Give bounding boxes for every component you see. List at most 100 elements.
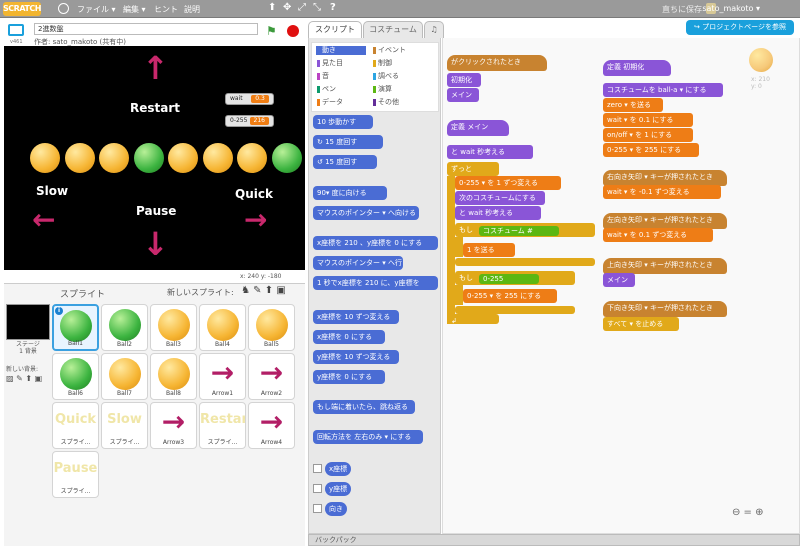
script-area[interactable]: x: 210 y: 0 がクリックされたとき初期化メイン定義 メインと wait… [442,38,800,534]
stage[interactable]: ↑ Restart wait 0.3 0-255 216 Slow Quick … [4,46,305,270]
help-icon[interactable]: ? [330,2,336,13]
right-arrow-sprite-icon[interactable]: → [244,203,268,236]
palette-block[interactable]: 90▾ 度に向ける [313,186,387,200]
menu-edit[interactable]: 編集 ▾ [123,5,146,14]
sprite-tile[interactable]: Ball4 [199,304,246,351]
see-project-page-button[interactable]: ↪ プロジェクトページを参照 [686,20,794,35]
palette-block[interactable]: x座標を 0 にする [313,330,385,344]
pause-text-sprite[interactable]: Pause [136,204,177,218]
user-avatar-icon[interactable] [706,3,716,14]
tab-scripts[interactable]: スクリプト [308,21,362,39]
set-onoff-block[interactable]: on/off ▾ を 1 にする [603,128,693,142]
sprite-tile[interactable]: Ball7 [101,353,148,400]
define-init-block[interactable]: 定義 初期化 [603,60,671,76]
green-flag-icon[interactable]: ⚑ [266,24,277,38]
left-arrow-sprite-icon[interactable]: ← [32,203,56,236]
next-costume-block[interactable]: 次のコスチュームにする [455,191,545,205]
forever-block[interactable]: ずっと [447,162,499,176]
category-2[interactable]: 見た目 [316,59,343,68]
palette-block[interactable]: 回転方法を 左右のみ ▾ にする [313,430,423,444]
palette-block[interactable]: マウスのポインター ▾ へ向ける [313,206,419,220]
category-4[interactable]: 音 [316,72,329,81]
change-byte-block[interactable]: 0-255 ▾ を 1 ずつ変える [455,176,561,190]
if-end-cap-2[interactable] [455,306,575,314]
category-8[interactable]: データ [316,98,343,107]
think-wait-block[interactable]: と wait 秒考える [447,145,533,159]
forever-end-cap[interactable]: ↲ [447,314,499,325]
call-main-block[interactable]: メイン [447,88,479,102]
reporter-checkbox[interactable] [313,504,322,513]
stage-ball-4[interactable] [133,143,164,173]
palette-block[interactable]: ↻ 15 度回す [313,135,383,149]
stage-ball-2[interactable] [64,143,95,173]
stage-ball-7[interactable] [237,143,267,173]
quick-text-sprite[interactable]: Quick [235,187,273,201]
change-wait-minus-block[interactable]: wait ▾ を -0.1 ずつ変える [603,185,721,199]
stop-all-block[interactable]: すべて ▾ を止める [603,317,679,331]
sprite-tile[interactable]: Ball2 [101,304,148,351]
if-end-cap-1[interactable] [455,258,595,266]
change-wait-plus-block[interactable]: wait ▾ を 0.1 ずつ変える [603,228,713,242]
stage-ball-5[interactable] [168,143,198,173]
reporter-checkbox[interactable] [313,484,322,493]
sprite-tile[interactable]: Ball8 [150,353,197,400]
byte-variable-monitor[interactable]: 0-255 216 [225,115,274,127]
stage-thumbnail[interactable] [6,304,50,340]
language-globe-icon[interactable] [58,3,69,14]
reporter-checkbox[interactable] [313,464,322,473]
palette-block[interactable]: x座標 [325,462,352,476]
sprite-library-icon[interactable]: ♞ [241,285,250,296]
backpack-bar[interactable]: バックパック [308,534,800,546]
call-main-block-2[interactable]: メイン [603,273,635,287]
shrink-icon[interactable]: ⤡ [313,2,321,13]
category-7[interactable]: 演算 [372,85,392,94]
category-3[interactable]: 制御 [372,59,392,68]
project-title-input[interactable]: 2進数盤 [34,23,258,35]
sprite-tile[interactable]: →Arrow2 [248,353,295,400]
palette-block[interactable]: y座標 [325,482,352,496]
sprite-tile[interactable]: Restartスプライ... [199,402,246,449]
zoom-controls[interactable]: ⊖ = ⊕ [732,507,764,518]
user-menu[interactable]: sato_makoto ▾ [702,4,760,13]
wait-variable-monitor[interactable]: wait 0.3 [225,93,274,105]
stage-ball-6[interactable] [202,143,233,173]
set-byte-255-block[interactable]: 0-255 ▾ を 255 にする [463,289,557,303]
up-arrow-sprite-icon[interactable]: ↑ [142,49,169,87]
sprite-tile[interactable]: Ball6 [52,353,99,400]
up-arrow-hat-block[interactable]: 上向き矢印 ▾ キーが押されたとき [603,258,727,274]
camera-sprite-icon[interactable]: ▣ [276,285,286,296]
sprite-tile[interactable]: Ball5 [248,304,295,351]
backdrop-library-icon[interactable]: ▨ [6,374,14,383]
byte-equals-zero-operator[interactable]: 0-255 [479,274,539,284]
camera-backdrop-icon[interactable]: ▣ [34,374,43,383]
category-0[interactable]: 動き [316,46,366,55]
delete-cut-icon[interactable]: ✥ [283,2,292,13]
broadcast-zero-block[interactable]: zero ▾ を送る [603,98,663,112]
sprite-tile[interactable]: Ball3 [150,304,197,351]
palette-block[interactable]: 向き [325,502,347,516]
palette-block[interactable]: 1 秒でx座標を 210 に、y座標を [313,276,438,290]
category-1[interactable]: イベント [372,46,406,55]
paint-backdrop-icon[interactable]: ✎ [16,374,23,383]
scratch-logo[interactable]: SCRATCH [3,2,41,16]
palette-block[interactable]: x座標を 10 ずつ変える [313,310,399,324]
costume-equals-operator[interactable]: コスチューム # [479,226,559,236]
restart-text-sprite[interactable]: Restart [130,101,181,115]
down-arrow-sprite-icon[interactable]: ↓ [142,225,169,263]
palette-block[interactable]: もし端に着いたら、跳ね返る [313,400,415,414]
set-costume-block[interactable]: コスチュームを ball-a ▾ にする [603,83,723,97]
palette-block[interactable]: y座標を 10 ずつ変える [313,350,399,364]
save-now-link[interactable]: 直ちに保存 [662,5,702,14]
palette-block[interactable]: ↺ 15 度回す [313,155,377,169]
palette-block[interactable]: マウスのポインター ▾ へ行く [313,256,403,270]
think-wait-block-2[interactable]: と wait 秒考える [455,206,541,220]
left-arrow-hat-block[interactable]: 左向き矢印 ▾ キーが押されたとき [603,213,727,229]
palette-block[interactable]: y座標を 0 にする [313,370,385,384]
call-init-block[interactable]: 初期化 [447,73,481,87]
category-9[interactable]: その他 [372,98,399,107]
menu-tips[interactable]: ヒント [154,5,178,14]
menu-about[interactable]: 説明 [184,5,200,14]
